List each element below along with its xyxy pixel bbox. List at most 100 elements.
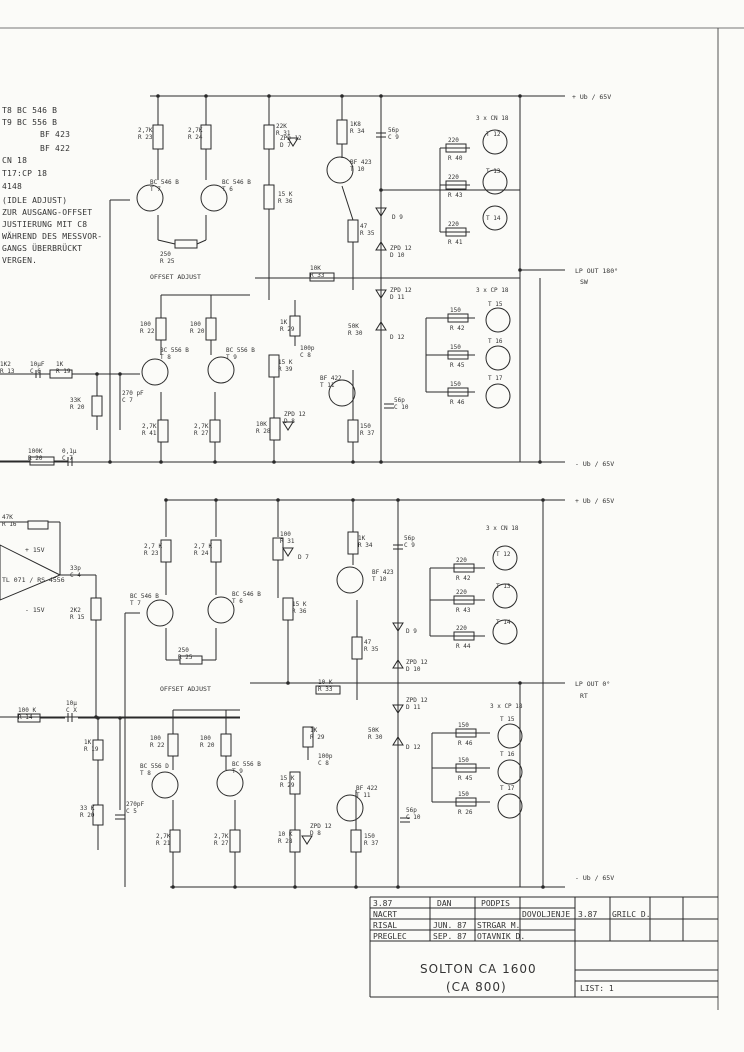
bottom-gate-res-value: 150 — [458, 757, 469, 764]
component-label-b-r36: 15 KR 36 — [292, 601, 307, 615]
component-value: 250 — [178, 647, 189, 654]
component-value: 15 K — [278, 359, 293, 366]
top-pos-rail-label: + Ub / 65V — [572, 93, 611, 101]
component-value: 100K — [28, 448, 43, 455]
component-ref: T 9 — [232, 768, 243, 775]
top-mosfet-ref: T 12 — [486, 131, 501, 138]
top-neg-rail-label: - Ub / 65V — [575, 460, 614, 468]
component-value: 100 — [150, 735, 161, 742]
component-ref: R 27 — [214, 840, 229, 847]
component-label-b-d11: ZPD 12D 11 — [406, 697, 428, 711]
opamp-neg-label: - 15V — [25, 606, 45, 614]
component-label-b-r24: 2,7 KR 24 — [194, 543, 212, 557]
component-label-t7: BC 546 BT 7 — [150, 179, 179, 193]
component-value: 33 K — [80, 805, 95, 812]
note-line: T8 BC 546 B — [2, 106, 58, 115]
note-line: GANGS ÜBERBRÜCKT — [2, 244, 83, 253]
component-ref: R 24 — [188, 134, 203, 141]
component-value: 10μ — [66, 700, 77, 707]
component-ref: T 7 — [130, 600, 141, 607]
component-ref: R 24 — [194, 550, 209, 557]
component-label-b-d7: D 7 — [298, 554, 309, 561]
component-ref: R 28 — [278, 838, 293, 845]
component-ref: D 7 — [298, 554, 309, 561]
tb-device-alt-name: (CA 800) — [446, 980, 507, 994]
opamp-pos-label: + 15V — [25, 546, 45, 554]
component-value: 2,7 K — [144, 543, 162, 550]
component-label-r27: 2,7KR 27 — [194, 423, 209, 437]
top-gate-res-ref: R 40 — [448, 155, 463, 162]
component-ref: R 16 — [2, 521, 17, 528]
component-value: 1K2 — [0, 361, 11, 368]
component-label-d12: D 12 — [390, 334, 405, 341]
component-ref: R 33 — [310, 272, 325, 279]
component-value: 56p — [404, 535, 415, 542]
component-value: 47 — [360, 223, 368, 230]
component-value: BC 546 B — [232, 591, 261, 598]
component-value: 2,7K — [188, 127, 203, 134]
component-ref: D 10 — [390, 252, 405, 259]
component-label-b-r23: 2,7 KR 23 — [144, 543, 162, 557]
tb-doc-sign: GRILC D. — [612, 910, 651, 919]
tb-risal-label: RISAL — [373, 921, 398, 930]
component-ref: R 25 — [160, 258, 175, 265]
bottom-gate-res-ref: R 46 — [458, 740, 473, 747]
offset-adjust-top-label: OFFSET ADJUST — [150, 273, 201, 281]
top-gate-res-ref: R 41 — [448, 239, 463, 246]
top-pmos-group-label: 3 x CP 18 — [476, 287, 509, 294]
component-value: 1K — [56, 361, 64, 368]
component-value: BF 423 — [350, 159, 372, 166]
component-ref: D 11 — [390, 294, 405, 301]
component-label-d8: ZPD 12D 8 — [284, 411, 306, 425]
component-label-b-d10: ZPD 12D 10 — [406, 659, 428, 673]
component-ref: C 7 — [122, 397, 133, 404]
component-ref: R 31 — [276, 130, 291, 137]
component-ref: C X — [66, 707, 77, 714]
component-value: ZPD 12 — [284, 411, 306, 418]
component-label-b-t9: BC 556 BT 9 — [232, 761, 261, 775]
note-line: VERGEN. — [2, 256, 38, 265]
component-ref: R 14 — [18, 714, 33, 721]
component-label-b-t6: BC 546 BT 6 — [232, 591, 261, 605]
component-value: 1K — [84, 739, 92, 746]
component-ref: R 22 — [150, 742, 165, 749]
component-label-b-t7: BC 546 BT 7 — [130, 593, 159, 607]
top-gate-res-value: 150 — [450, 344, 461, 351]
component-label-b-r28: 10 KR 28 — [278, 831, 293, 845]
component-value: 22K — [276, 123, 287, 130]
component-ref: C 5 — [126, 808, 137, 815]
component-ref: R 39 — [278, 366, 293, 373]
component-ref: R 15 — [70, 614, 85, 621]
component-value: 15 K — [280, 775, 295, 782]
component-label-b-r29b: 15 KR 29 — [280, 775, 295, 789]
component-ref: R 37 — [364, 840, 379, 847]
bottom-gate-res-value: 220 — [456, 589, 467, 596]
component-ref: D 9 — [392, 214, 403, 221]
component-ref: R 13 — [0, 368, 15, 375]
component-value: 56p — [394, 397, 405, 404]
offset-adjust-bottom-label: OFFSET ADJUST — [160, 685, 211, 693]
component-ref: D 12 — [390, 334, 405, 341]
component-label-b-r27: 2,7KR 27 — [214, 833, 229, 847]
component-ref: R 37 — [360, 430, 375, 437]
component-value: 2K2 — [70, 607, 81, 614]
component-value: ZPD 12 — [390, 287, 412, 294]
component-value: 1K8 — [350, 121, 361, 128]
component-value: 15 K — [278, 191, 293, 198]
component-value: BC 546 B — [222, 179, 251, 186]
sw-label: SW — [580, 278, 588, 286]
top-gate-res-ref: R 43 — [448, 192, 463, 199]
component-value: 33p — [70, 565, 81, 572]
component-value: BF 422 — [356, 785, 378, 792]
component-label-r23: 2,7KR 23 — [138, 127, 153, 141]
component-label-t9: BC 556 BT 9 — [226, 347, 255, 361]
top-mosfet-ref: T 15 — [488, 301, 503, 308]
